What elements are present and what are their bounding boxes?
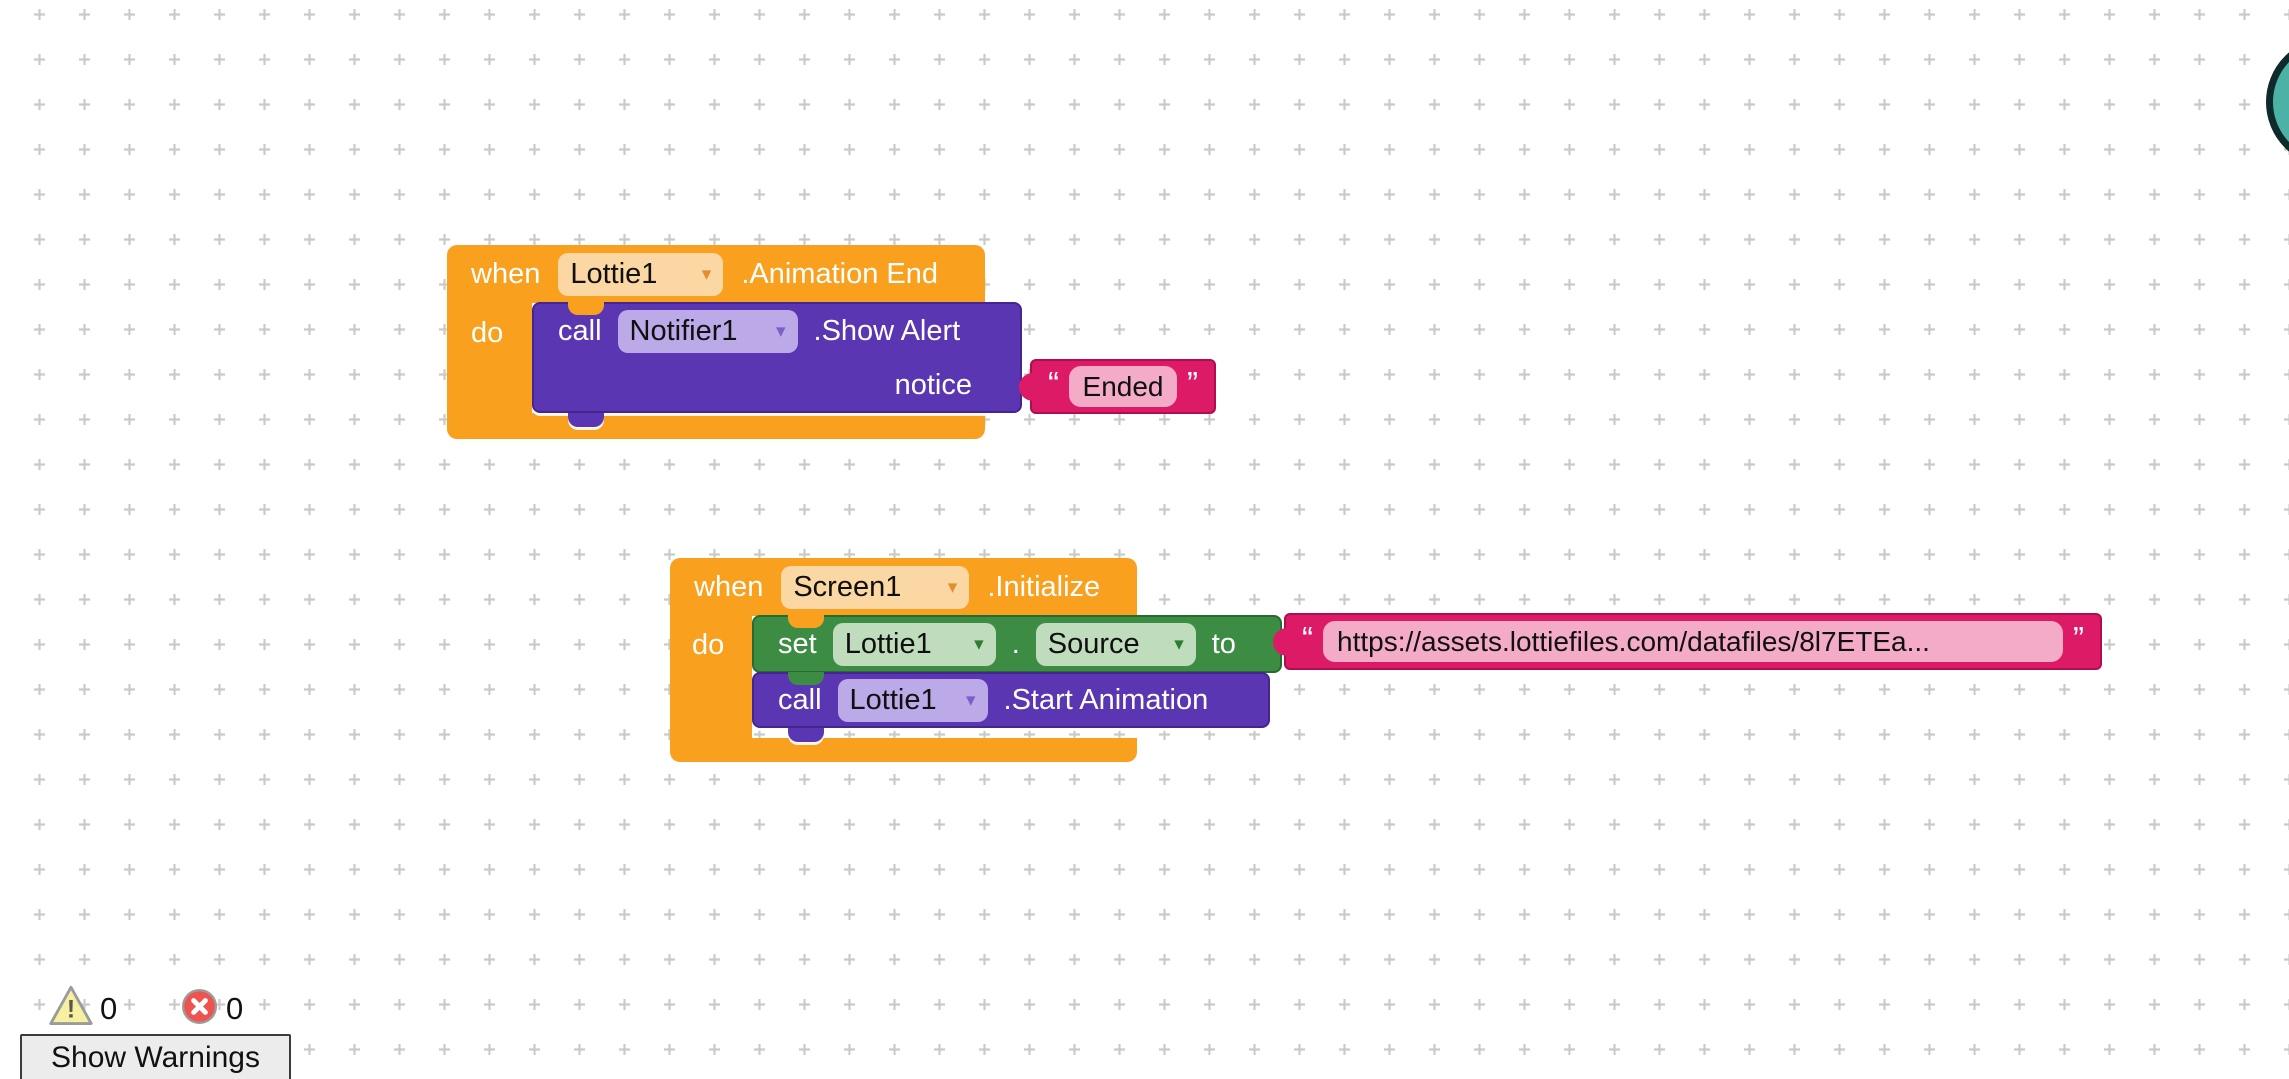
dropdown-arrow-icon: ▾ [947,576,958,598]
close-quote: ” [2073,620,2084,657]
property-dropdown-source[interactable]: Source ▾ [1035,622,1196,666]
text-field-lottie-url[interactable]: https://assets.lottiefiles.com/datafiles… [1323,621,2063,662]
error-x-icon[interactable] [181,988,218,1025]
component-dropdown-lottie1[interactable]: Lottie1 ▾ [558,252,724,296]
set-label: set [778,627,817,660]
do-label: do [692,629,725,661]
call-label: call [778,683,822,716]
block-set-lottie1-source[interactable]: set Lottie1 ▾ . Source ▾ to [752,615,1282,673]
dropdown-arrow-icon: ▾ [974,633,984,655]
text-field-ended[interactable]: Ended [1069,366,1177,407]
value-plug-icon [1019,373,1036,401]
dropdown-value: Lottie1 [844,627,932,660]
statement-notch-tab [788,615,824,628]
dropdown-value: Screen1 [793,570,902,603]
dropdown-arrow-icon: ▾ [965,689,976,711]
component-dropdown-notifier1[interactable]: Notifier1 ▾ [617,310,798,353]
dropdown-value: Source [1047,627,1140,660]
method-name-label: .Show Alert [813,315,961,347]
method-name-label: .Start Animation [1003,683,1209,716]
block-call-notifier1-show-alert[interactable]: call Notifier1 ▾ .Show Alert notice [532,302,1022,413]
do-label: do [471,317,504,349]
event-block-header[interactable]: when Lottie1 ▾ .Animation End [447,245,985,303]
open-quote: “ [1302,620,1313,657]
when-label: when [694,570,764,603]
event-name-label: .Animation End [741,257,938,290]
text-block-ended[interactable]: “ Ended ” [1019,359,1216,414]
event-block-bottom [447,413,985,439]
statement-notch-tab [568,302,604,315]
next-connector-tab [788,672,824,685]
svg-text:!: ! [67,996,75,1023]
dropdown-value: Lottie1 [570,257,658,290]
notice-param-label: notice [894,368,972,401]
next-connector-tab [568,413,604,427]
event-block-do-column: do [447,302,532,413]
event-block-bottom [670,738,1137,762]
event-name-label: .Initialize [987,570,1101,603]
text-block-lottie-url[interactable]: “ https://assets.lottiefiles.com/datafil… [1273,613,2102,670]
dot-label: . [1011,627,1020,660]
component-dropdown-lottie1[interactable]: Lottie1 ▾ [832,622,996,666]
block-call-lottie1-start-animation[interactable]: call Lottie1 ▾ .Start Animation [752,672,1270,728]
event-block-header[interactable]: when Screen1 ▾ .Initialize [670,558,1137,616]
dropdown-value: Lottie1 [849,683,937,716]
warning-count: 0 [100,991,118,1026]
call-label: call [558,315,602,347]
dropdown-arrow-icon: ▾ [701,263,712,285]
dropdown-value: Notifier1 [629,315,738,347]
warning-triangle-icon[interactable]: ! [48,985,94,1026]
close-quote: ” [1187,365,1198,402]
component-dropdown-screen1[interactable]: Screen1 ▾ [781,565,970,609]
dropdown-arrow-icon: ▾ [775,321,786,342]
show-warnings-button[interactable]: Show Warnings [20,1034,291,1079]
error-count: 0 [226,991,244,1026]
when-label: when [471,257,541,290]
dropdown-arrow-icon: ▾ [1174,633,1184,655]
event-block-do-column: do [670,616,752,738]
next-connector-tab [788,728,824,742]
open-quote: “ [1048,365,1059,402]
to-label: to [1211,627,1236,660]
component-dropdown-lottie1[interactable]: Lottie1 ▾ [837,678,988,722]
value-plug-icon [1273,628,1290,656]
